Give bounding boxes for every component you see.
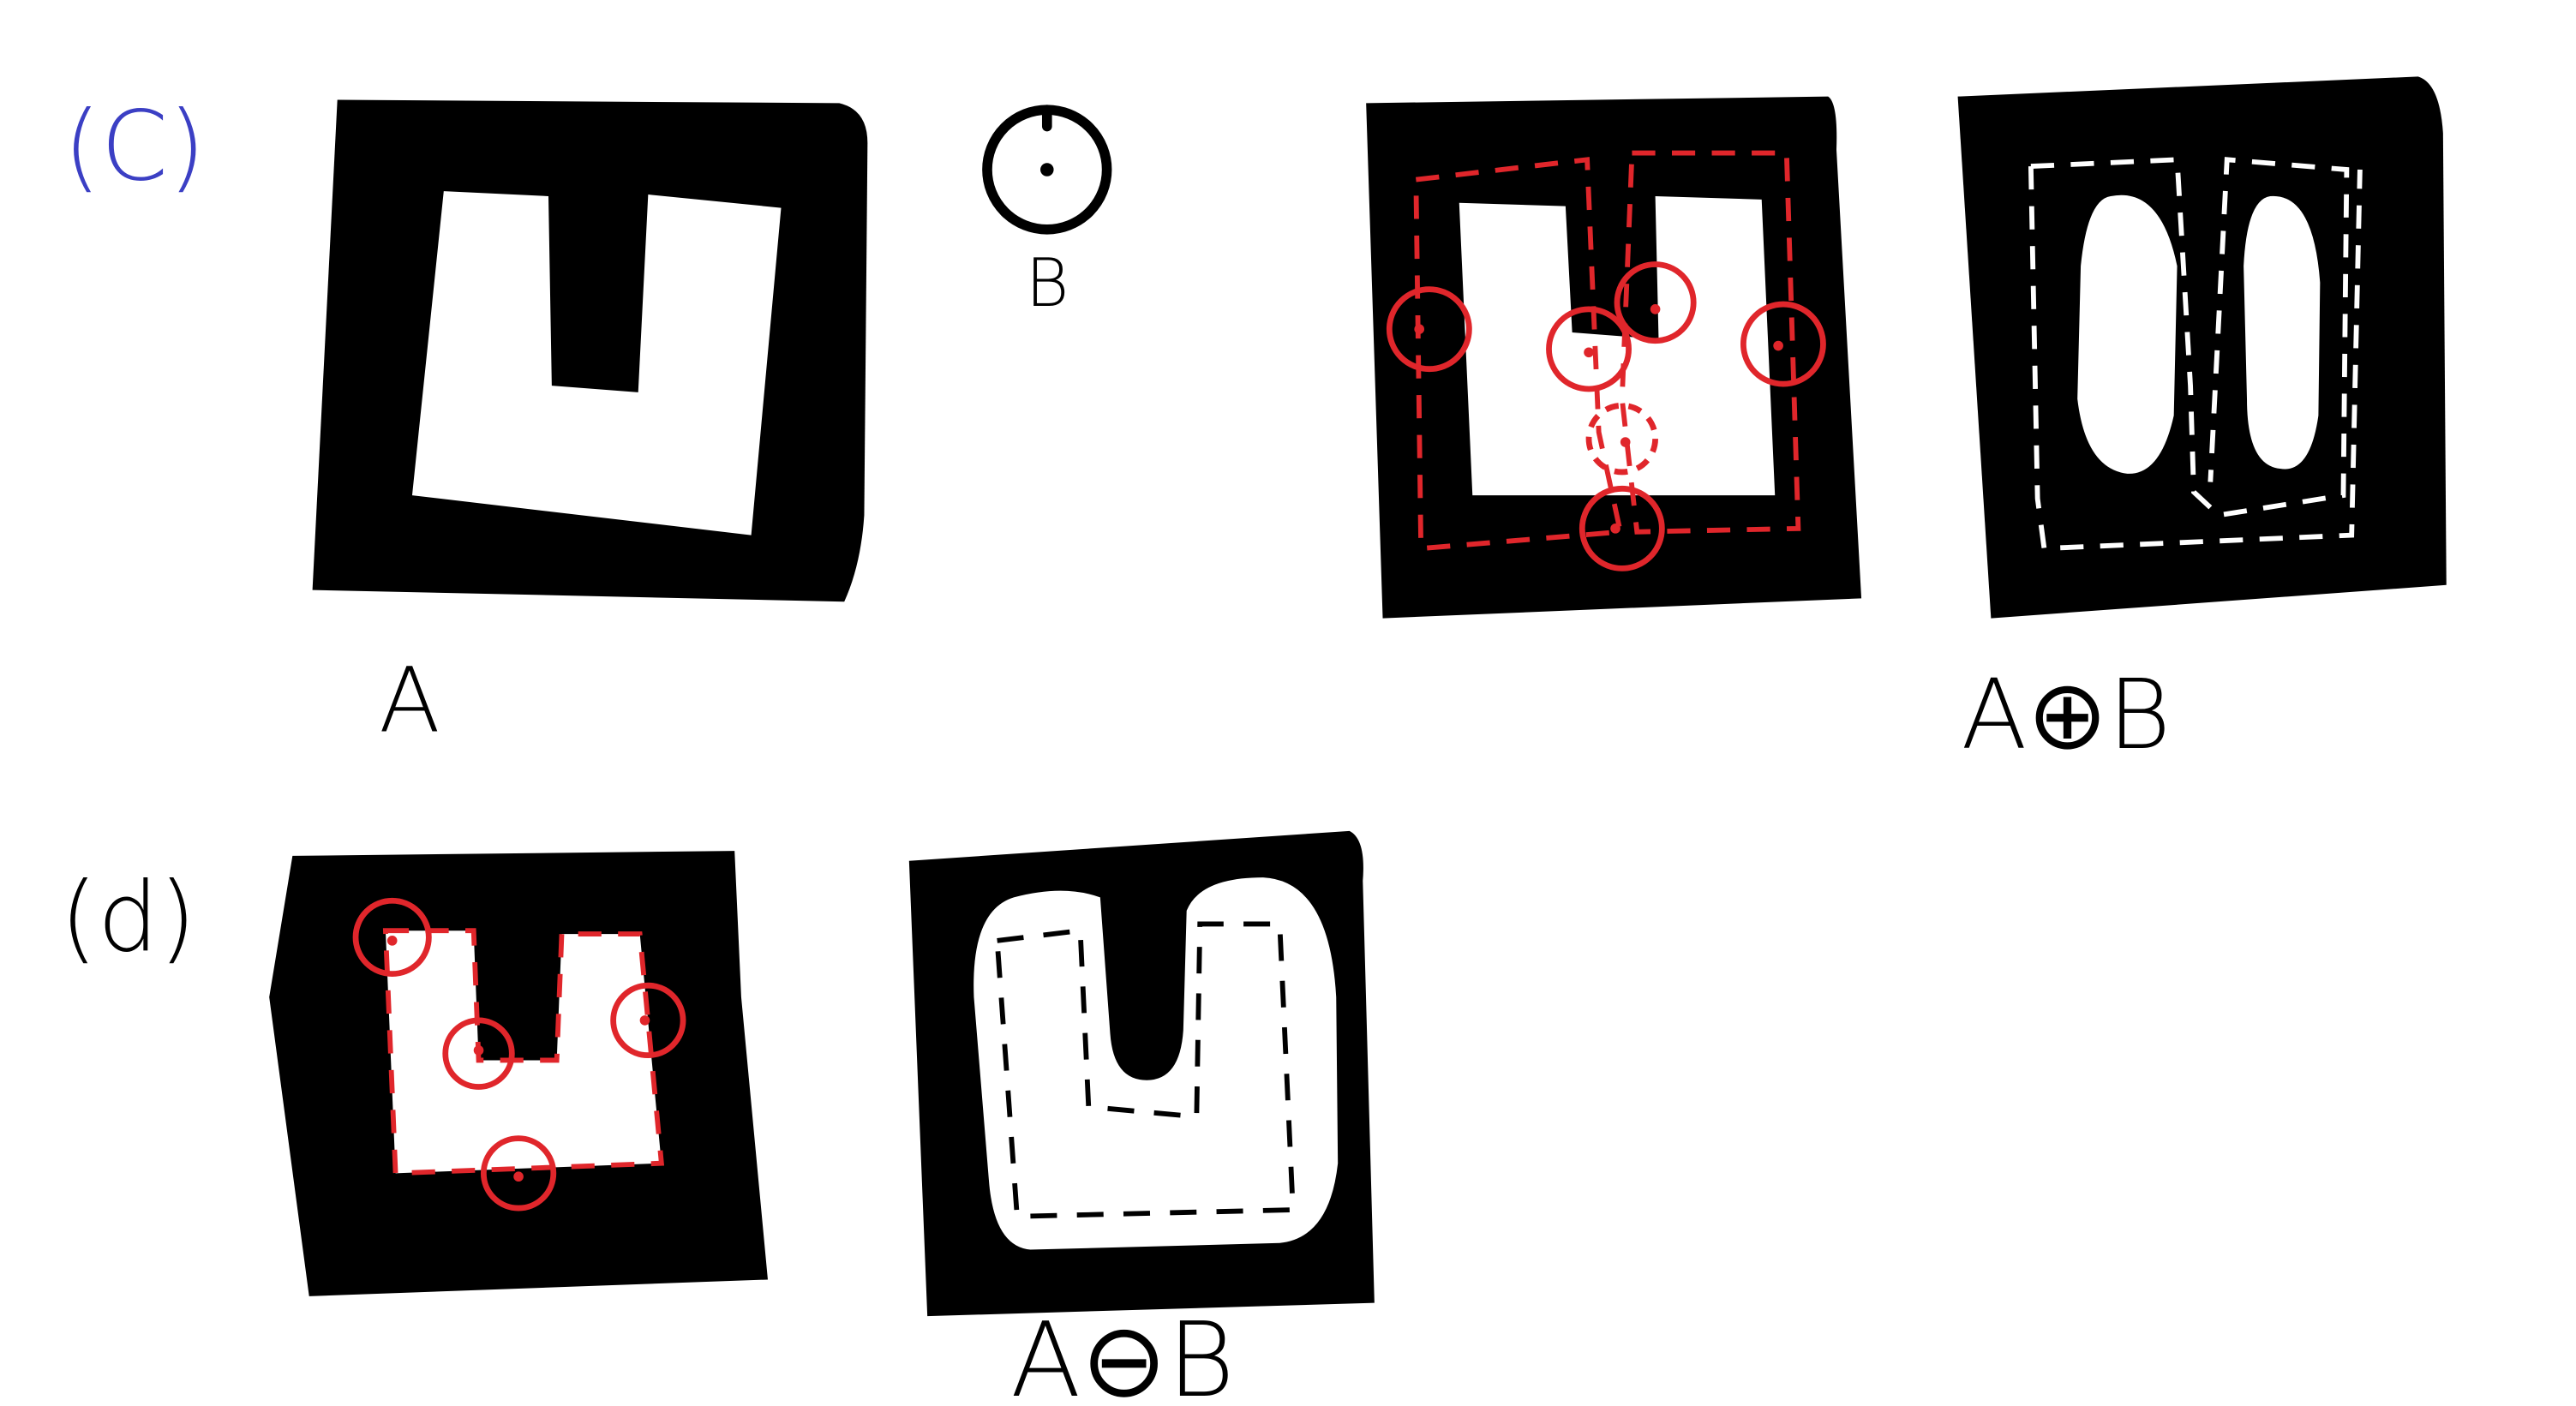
probe-circle [352,897,432,978]
probe-circle [1614,261,1697,344]
erosion-working-probe-circles [352,897,686,1212]
probe-circle [1546,306,1632,392]
dilation-result-caption: A⊕B [1961,659,2171,771]
erosion-working-dashed-outline [382,928,665,1176]
panel-c-label: (C) [63,91,206,203]
panel-d-label: (d) [60,861,196,973]
erosion-result-dashed-outline [994,921,1296,1219]
structuring-element-caption: B [1026,245,1069,322]
probe-circle [1585,402,1658,476]
structuring-element-b [982,105,1112,235]
erosion-result [908,830,1375,1317]
dilation-working-probe-centers [1414,304,1783,534]
dilation-result-left-hole [2077,194,2178,474]
probe-circle [1740,301,1826,387]
set-a-frame [312,99,868,602]
dilation-result-frame [1957,76,2447,619]
set-a-u-shape [411,191,782,535]
erosion-working [269,851,768,1296]
erosion-result-caption: A⊖B [1010,1301,1235,1406]
set-a-caption: A [379,648,440,752]
erosion-working-probe-centers [386,936,650,1182]
probe-circle [1579,485,1665,571]
structuring-element-origin [1040,163,1054,176]
dilation-result [1957,76,2447,619]
probe-circle [1386,286,1472,373]
dilation-working [1366,96,1862,619]
probe-circle [610,982,686,1059]
dilation-result-right-hole [2244,195,2321,470]
dilation-result-dashed-outlines [2028,157,2363,552]
dilation-working-u-shape [1459,195,1776,496]
dilation-working-dashed-outlines [1413,150,1801,552]
dilation-working-probe-circles [1386,261,1826,571]
erosion-result-u-shape [973,877,1339,1250]
erosion-working-u-shape [385,930,662,1174]
set-a [312,99,868,602]
probe-circle [442,1017,515,1090]
probe-circle [480,1135,557,1212]
